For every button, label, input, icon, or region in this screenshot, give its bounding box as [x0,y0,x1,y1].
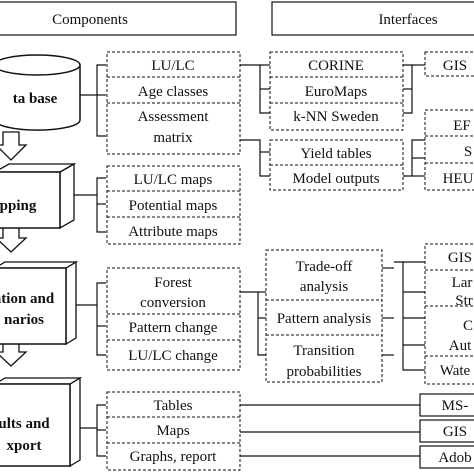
database-cylinder: ta base [0,54,81,131]
component-maps: Maps [156,423,189,439]
tool-boxes [424,51,474,385]
component-pattern-change: Pattern change [129,320,218,336]
interfaces-header: Interfaces [378,12,437,28]
interface-yield-tables: Yield tables [300,146,371,162]
component-boxes [106,51,241,471]
component-potential-maps: Potential maps [129,198,218,214]
interface-transition-probabilities-1: Transition [293,343,355,359]
tool-ef: EF [453,118,471,134]
components-header-box [0,1,237,36]
results-label-2: xport [7,438,42,454]
flow-arrow-1 [0,131,28,161]
database-label: ta base [13,91,58,107]
tool-aut: Aut [449,338,472,354]
simulation-module: ation and narios [0,260,79,346]
interface-pattern-analysis: Pattern analysis [277,311,372,327]
mapping-label: pping [0,198,37,214]
tool-connectors [382,64,425,371]
results-label-1: ults and [0,416,50,432]
tool-str: Str [455,293,473,309]
component-graphs-report: Graphs, report [130,449,217,465]
component-assessment-matrix-1: Assessment [138,109,210,125]
interface-tradeoff-analysis-2: analysis [300,279,348,295]
mapping-module: pping [0,162,77,230]
tool-ms: MS- [442,398,469,414]
component-lulc: LU/LC [151,58,194,74]
tool-wate: Wate [440,363,471,379]
tool-gis-1: GIS [443,58,467,74]
interface-transition-probabilities-2: probabilities [287,364,362,380]
component-brackets [74,64,106,457]
results-module: ults and xport [0,376,83,468]
tool-adob: Adob [438,450,471,466]
simulation-label-2: narios [4,312,44,328]
interface-knn-sweden: k-NN Sweden [293,109,379,125]
components-header: Components [52,12,128,28]
component-tables: Tables [154,398,193,414]
interfaces-header-box [271,1,474,36]
tool-solid-boxes [419,393,474,469]
component-age-classes: Age classes [138,84,209,100]
interface-euromaps: EuroMaps [305,84,368,100]
tool-lar: Lar [452,275,473,291]
component-lulc-maps: LU/LC maps [134,172,213,188]
component-assessment-matrix-2: matrix [153,130,193,146]
tool-gis-3: GIS [443,424,467,440]
interface-corine: CORINE [308,58,364,74]
tool-c: C [463,318,473,334]
component-forest-conversion-1: Forest [154,275,192,291]
tool-s: S [464,144,472,160]
tool-gis-2: GIS [448,250,472,266]
simulation-label-1: ation and [0,291,55,307]
component-attribute-maps: Attribute maps [128,224,218,240]
component-forest-conversion-2: conversion [140,295,206,311]
interface-tradeoff-analysis-1: Trade-off [296,259,353,275]
interface-model-outputs: Model outputs [292,171,379,187]
flow-arrows [0,131,28,367]
tool-heu: HEU [443,171,474,187]
interface-boxes [265,51,404,383]
component-lulc-change: LU/LC change [128,348,218,364]
